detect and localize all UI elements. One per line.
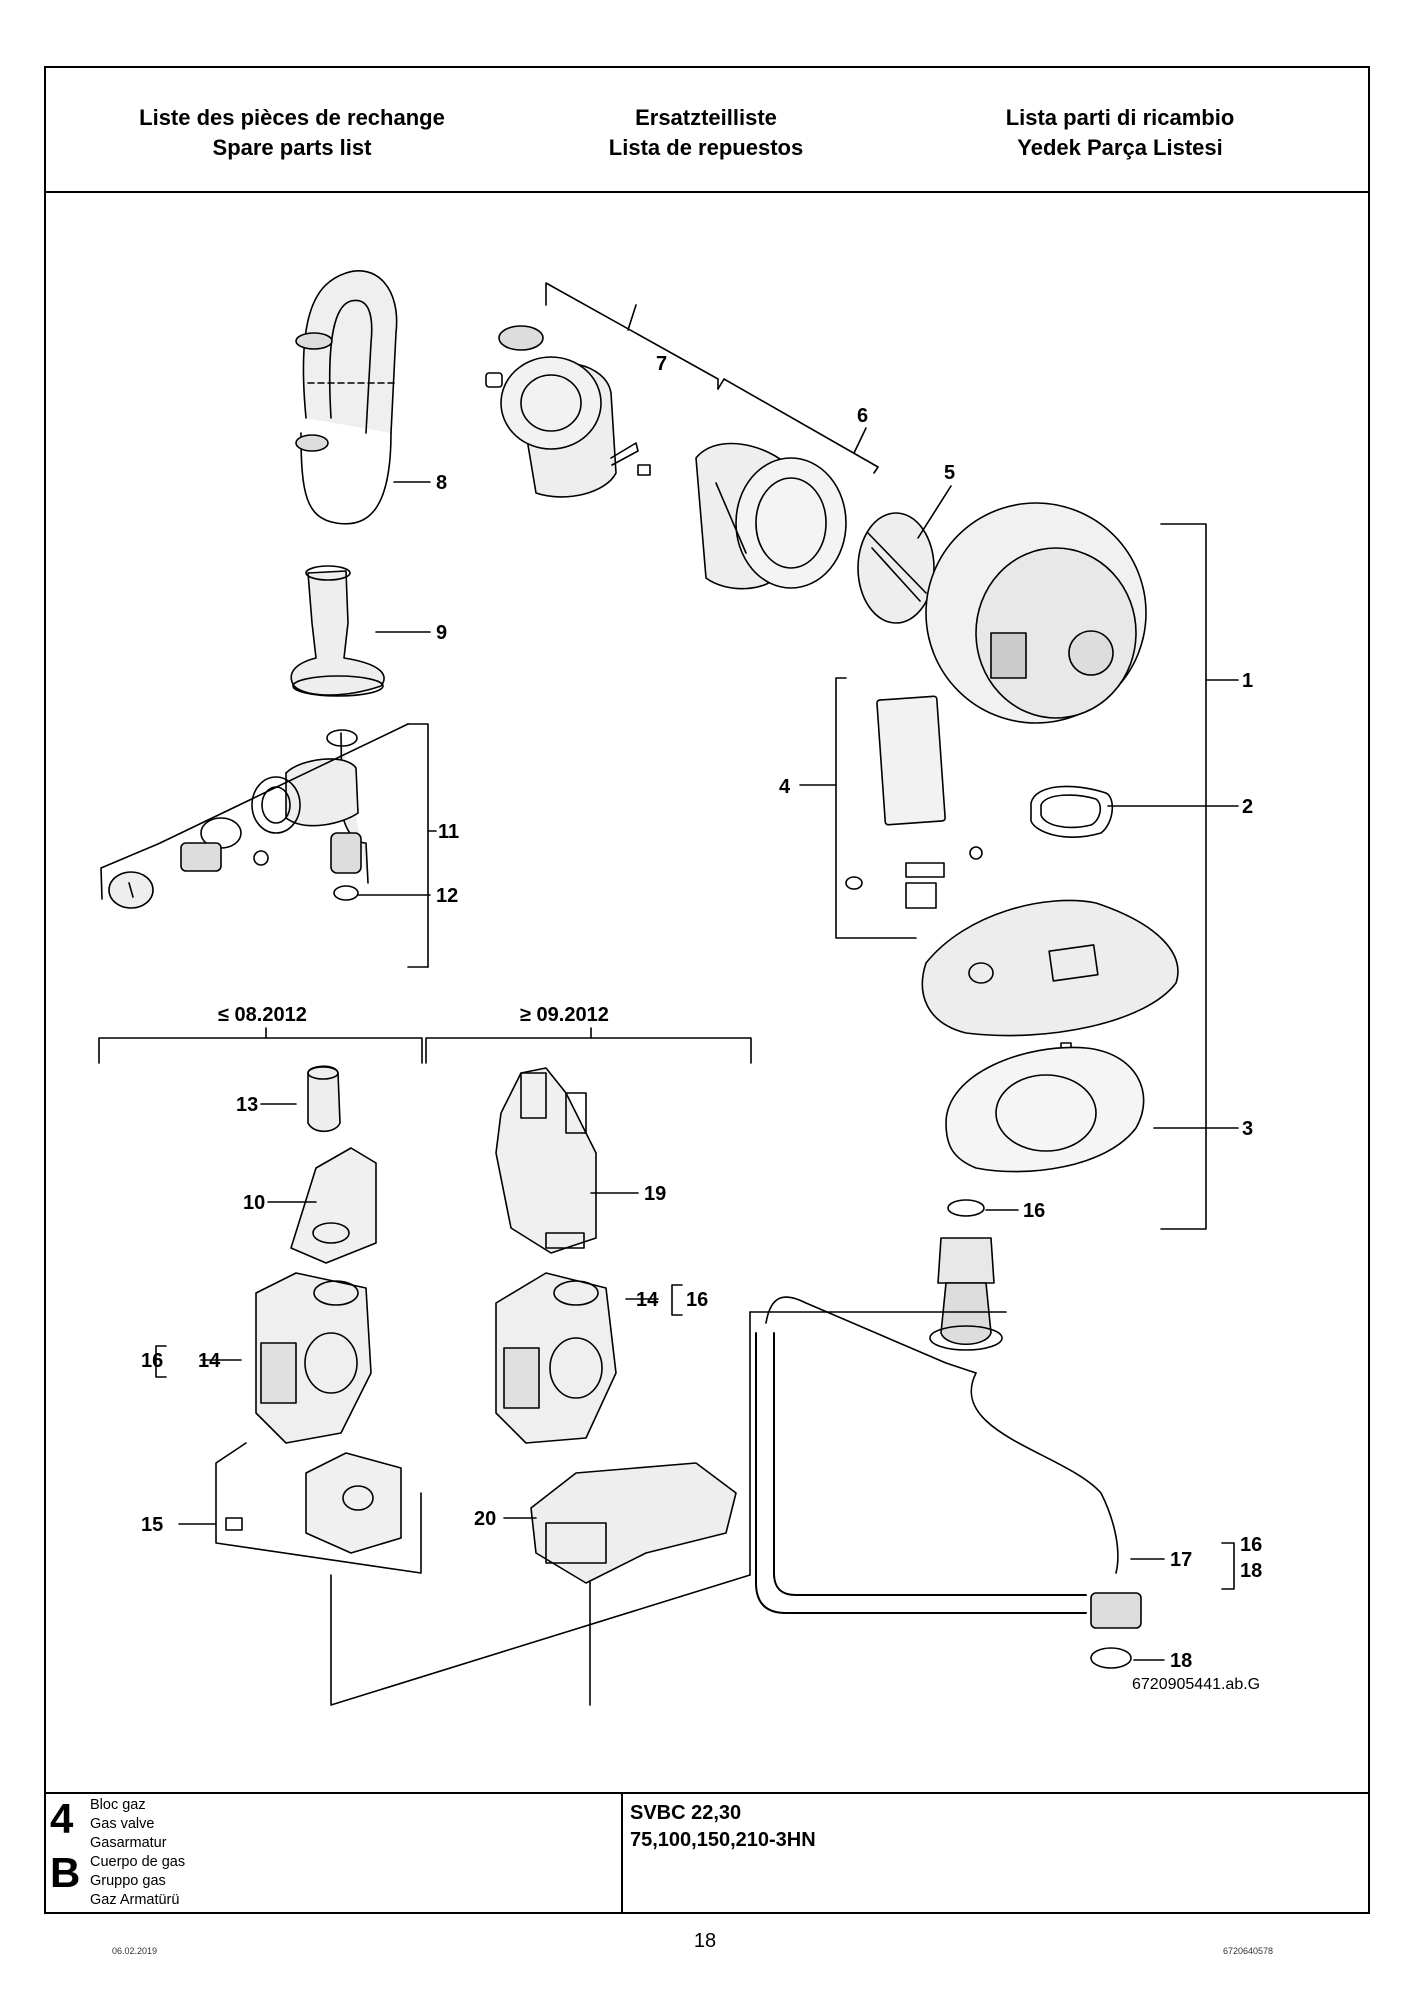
callout-18: 18 (1170, 1650, 1192, 1672)
callout-16-old: 16 (141, 1350, 163, 1372)
document-number: 6720640578 (1223, 1946, 1274, 1956)
small-parts-drawing (845, 695, 983, 909)
print-date: 06.02.2019 (112, 1946, 158, 1956)
name-it: Gruppo gas (90, 1873, 166, 1889)
elbow-pipe-drawing (295, 270, 398, 525)
callout-4: 4 (779, 776, 791, 798)
callout-13: 13 (236, 1094, 258, 1116)
gas-valve-old-drawing (255, 1272, 372, 1444)
fan-housing-drawing (485, 325, 651, 498)
model-line-2: 75,100,150,210-3HN (630, 1829, 816, 1851)
name-de: Gasarmatur (90, 1835, 167, 1851)
callout-9: 9 (436, 622, 447, 644)
callout-19: 19 (644, 1183, 666, 1205)
header-col-fr-en: Liste des pièces de rechange Spare parts… (82, 103, 502, 163)
gas-pipe-drawing (755, 1296, 1142, 1669)
figure-id: 6720905441.ab.G (1132, 1676, 1260, 1693)
name-fr: Bloc gaz (90, 1797, 146, 1813)
callout-16-new: 16 (686, 1289, 708, 1311)
callout-15: 15 (141, 1514, 163, 1536)
valve-cover-drawing (530, 1462, 737, 1584)
diagram-svg: 7 6 5 8 9 1 4 2 11 12 ≤ 08.2012 ≥ 09.201… (98, 270, 1262, 1706)
page-frame: Liste des pièces de rechange Spare parts… (44, 66, 1370, 1914)
callout-7: 7 (656, 353, 667, 375)
header-col-it-tr: Lista parti di ricambio Yedek Parça List… (910, 103, 1330, 163)
callout-3: 3 (1242, 1118, 1253, 1140)
version-new-label: ≥ 09.2012 (520, 1004, 609, 1026)
adapter-sleeve-drawing (307, 1065, 341, 1133)
callout-8: 8 (436, 472, 447, 494)
model-designation: SVBC 22,30 75,100,150,210-3HN (630, 1800, 816, 1854)
section-names: Bloc gaz Gas valve Gasarmatur Cuerpo de … (90, 1796, 185, 1910)
callout-1: 1 (1242, 670, 1253, 692)
callout-12: 12 (436, 885, 458, 907)
model-line-1: SVBC 22,30 (630, 1802, 742, 1824)
footer-divider (621, 1794, 623, 1914)
callout-2: 2 (1242, 796, 1253, 818)
nozzle-assembly-drawing (108, 729, 369, 909)
gasket-drawing (1030, 785, 1114, 838)
callout-10: 10 (243, 1192, 265, 1214)
venturi-drawing (695, 442, 847, 590)
footer: 4 B Bloc gaz Gas valve Gasarmatur Cuerpo… (46, 1792, 1368, 1914)
callout-16-pipe: 16 (1240, 1534, 1262, 1556)
callout-18-pipe: 18 (1240, 1560, 1262, 1582)
name-es: Cuerpo de gas (90, 1854, 186, 1870)
exploded-diagram: 7 6 5 8 9 1 4 2 11 12 ≤ 08.2012 ≥ 09.201… (46, 193, 1368, 1729)
header: Liste des pièces de rechange Spare parts… (46, 68, 1368, 193)
header-title-fr: Liste des pièces de rechange (139, 105, 445, 130)
callout-17: 17 (1170, 1549, 1192, 1571)
plate-gasket-drawing (945, 1046, 1145, 1173)
header-title-de: Ersatzteilliste (635, 105, 777, 130)
callout-20: 20 (474, 1508, 496, 1530)
callout-14-old: 14 (198, 1350, 221, 1372)
callout-5: 5 (944, 462, 955, 484)
header-title-es: Lista de repuestos (608, 135, 804, 160)
header-title-tr: Yedek Parça Listesi (1017, 135, 1223, 160)
burner-plate-drawing (921, 899, 1179, 1058)
callout-16-union: 16 (1023, 1200, 1045, 1222)
callout-11: 11 (438, 821, 459, 843)
fan-unit-drawing (925, 502, 1147, 724)
callout-14-new: 14 (636, 1289, 659, 1311)
funnel-drawing (290, 565, 385, 697)
gas-union-drawing (929, 1199, 1003, 1351)
damper-disc-drawing (857, 512, 935, 624)
header-title-en: Spare parts list (212, 135, 372, 160)
section-letter: B (50, 1849, 81, 1896)
mounting-plate-drawing (215, 1442, 422, 1574)
callout-6: 6 (857, 405, 868, 427)
version-old-label: ≤ 08.2012 (218, 1004, 307, 1026)
mounting-frame-drawing (495, 1067, 597, 1254)
section-number: 4 (50, 1795, 74, 1842)
name-tr: Gaz Armatürü (90, 1892, 180, 1908)
header-title-it: Lista parti di ricambio (1005, 105, 1235, 130)
page-number: 18 (693, 1930, 717, 1952)
gas-valve-new-drawing (495, 1272, 617, 1444)
name-en: Gas valve (90, 1816, 155, 1832)
bracket-drawing (290, 1147, 377, 1264)
header-col-de-es: Ersatzteilliste Lista de repuestos (496, 103, 916, 163)
